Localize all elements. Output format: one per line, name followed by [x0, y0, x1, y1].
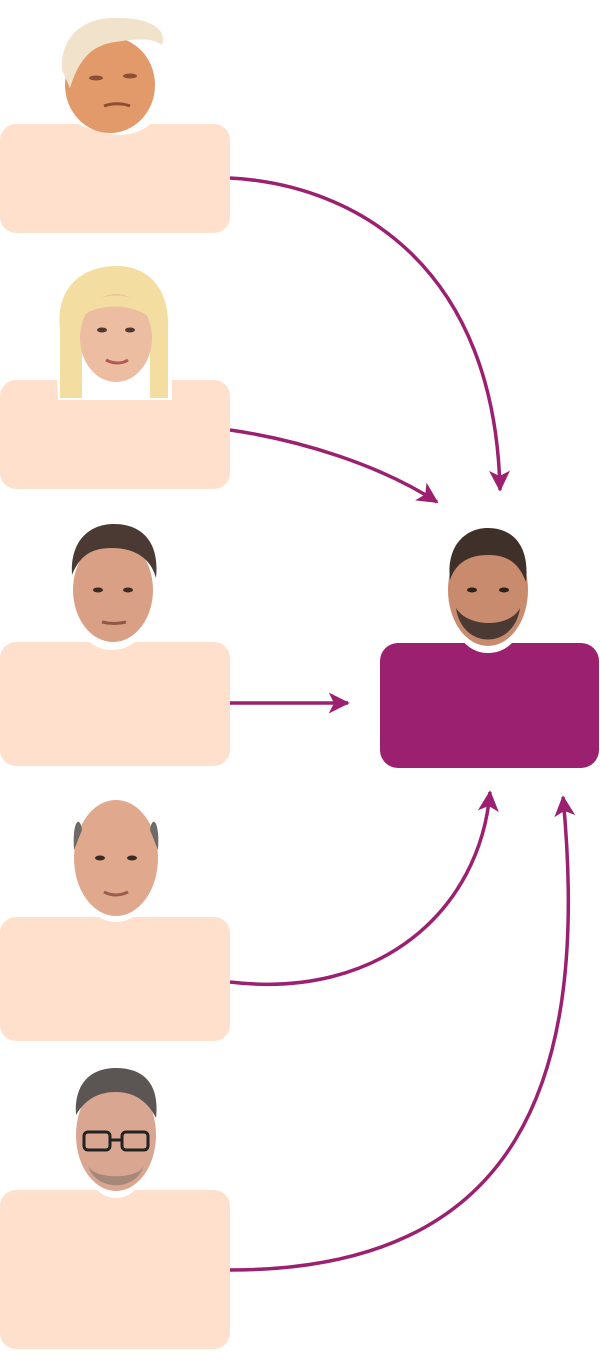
face-icon-person-2	[54, 261, 173, 400]
edges	[229, 176, 576, 1272]
edge-person-5	[229, 795, 576, 1272]
face-icon-person-1	[56, 11, 169, 135]
source-box-person-5	[0, 1190, 230, 1349]
source-box-person-4	[0, 917, 230, 1041]
face-icon-target	[443, 522, 533, 653]
edge-person-2	[229, 428, 439, 504]
source-nodes	[0, 124, 230, 1349]
source-box-person-2	[0, 380, 230, 489]
source-box-person-1	[0, 124, 230, 233]
source-box-person-3	[0, 642, 230, 766]
edge-person-4	[229, 790, 499, 987]
face-icon-person-4	[67, 792, 165, 922]
face-icon-person-5	[71, 1062, 161, 1198]
face-icon-person-3	[65, 518, 161, 650]
target-box	[380, 643, 599, 768]
edge-person-1	[229, 176, 511, 492]
